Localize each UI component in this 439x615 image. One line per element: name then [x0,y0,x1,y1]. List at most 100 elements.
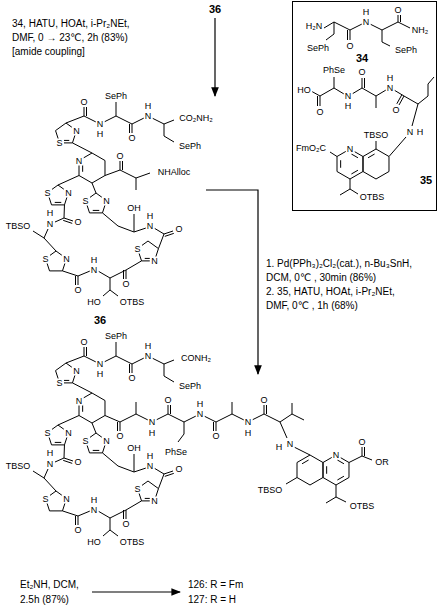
bond-line [394,90,404,96]
compound-number: 35 [420,175,432,186]
atom-label: NH₂ [411,26,430,35]
atom-label: N [196,410,205,419]
bond-line [84,107,85,116]
atom-label: O [79,98,88,107]
reaction-condition: 127: R = H [188,595,236,605]
bond-line [326,466,327,474]
bond-line [336,497,346,502]
atom-label: H [90,256,99,265]
bond-line [93,210,100,211]
bond-line [103,530,110,536]
bond-line [168,414,184,422]
ring-outline [337,149,363,179]
compound-number: 34 [356,53,368,64]
atom-label: H [144,102,153,111]
atom-label: N [332,451,341,460]
bond-line [92,183,96,193]
atom-label: H [148,429,157,438]
bond-line [350,179,351,189]
atom-label: H [146,452,155,461]
atom-label: N [96,360,105,369]
bond-line [104,116,116,122]
bond-line [412,104,418,126]
bond-line [340,189,350,195]
bond-line [334,77,335,88]
atom-label: N [150,496,159,505]
atom-label: N [386,84,395,93]
atom-label: H [244,429,253,438]
bond-line [64,218,73,221]
bond-line [98,271,110,278]
bond-line [216,414,232,422]
atom-label: H [46,449,55,458]
compound-number: 36 [94,315,106,326]
bond-line [58,416,79,426]
bond-line [110,518,111,530]
bond-line [105,416,120,423]
bond-line [347,30,348,40]
bond-line [311,91,320,96]
atom-label: O [391,106,400,115]
atom-label: N [344,92,353,101]
bond-line [120,161,121,170]
bond-line [252,414,264,420]
bond-line [84,347,85,356]
atom-label: H [362,8,371,17]
atom-label: OTBS [119,538,146,547]
bond-line [33,231,44,238]
atom-label: O [115,152,124,161]
bond-line [165,233,174,236]
atom-label: O [73,218,82,227]
bond-line [158,474,164,489]
bond-line [44,229,48,238]
atom-label: OH [126,204,142,213]
bond-line [78,276,79,285]
bond-line [164,136,174,142]
bond-line [82,164,83,172]
atom-label: N [102,196,111,205]
atom-label: H [96,370,105,379]
bond-line [398,22,410,28]
bond-line [93,450,100,451]
atom-label: O [121,520,130,529]
atom-label: TBSO [5,222,32,231]
reaction-condition: DMF, 0℃ , 1h (68%) [266,301,358,311]
atom-label: N [62,254,71,263]
bond-line [44,478,56,491]
atom-label: H [46,209,55,218]
bond-line [58,176,79,186]
ring-outline [363,149,389,179]
atom-label: H [344,102,353,111]
bond-line [134,468,146,472]
atom-label: N [150,256,159,265]
bond-line [118,226,134,232]
bond-line [75,516,76,525]
bond-line [110,510,126,518]
reaction-condition: 34, HATU, HOAt, i-Pr₂NEt, [12,19,130,29]
bond-line [336,485,337,497]
atom-label: S [82,196,90,205]
bond-line [266,405,267,414]
atom-label: O [127,374,136,383]
bond-line [116,116,132,124]
atom-label: H [386,74,395,83]
atom-label: O [259,396,268,405]
bond-line [164,231,173,234]
bond-line [132,364,133,373]
bond-line [362,78,363,88]
bond-line [78,271,90,276]
reaction-arrow [206,190,258,374]
bond-line [350,189,358,194]
bond-line [302,460,309,464]
atom-label: TBSO [363,131,390,140]
atom-label: H [275,443,284,452]
bond-line [232,402,233,414]
bond-line [280,422,287,438]
bond-line [184,416,196,422]
atom-label: S [44,428,52,437]
bond-line [399,96,404,105]
bond-line [382,30,383,42]
bond-line [326,497,336,503]
reaction-condition: 126: R = Fm [188,580,243,590]
